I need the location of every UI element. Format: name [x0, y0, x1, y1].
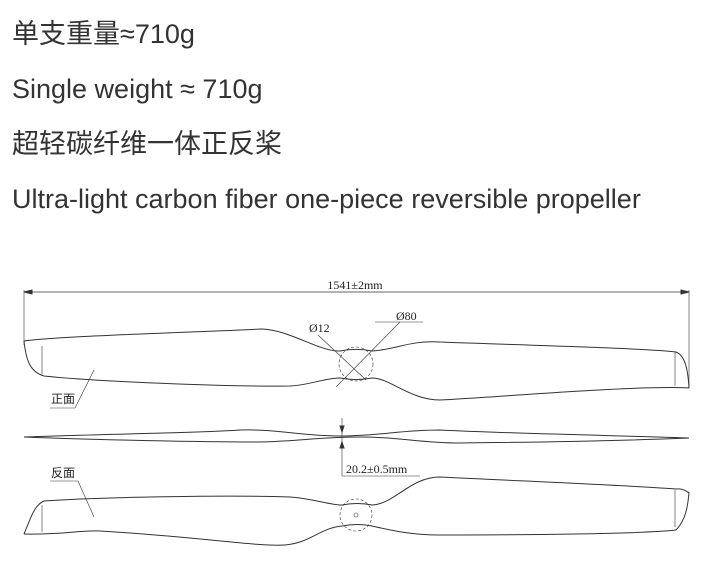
- description-en: Ultra-light carbon fiber one-piece rever…: [12, 184, 641, 214]
- side-view-propeller: 20.2±0.5mm: [23, 418, 690, 477]
- length-dimension: 1541±2mm: [23, 278, 690, 388]
- thickness-label: 20.2±0.5mm: [346, 462, 408, 476]
- description-cn: 超轻碳纤维一体正反桨: [12, 129, 282, 159]
- back-view-propeller: 反面: [23, 466, 690, 546]
- front-view-propeller: Ø12 Ø80 正面: [23, 309, 690, 409]
- hub-diameter-label: Ø80: [396, 309, 417, 323]
- length-label: 1541±2mm: [327, 278, 383, 292]
- front-label: 正面: [51, 392, 75, 406]
- weight-en: Single weight ≈ 710g: [12, 74, 263, 104]
- weight-cn: 单支重量≈710g: [12, 19, 195, 49]
- bore-diameter-label: Ø12: [309, 321, 330, 335]
- back-label: 反面: [51, 466, 75, 480]
